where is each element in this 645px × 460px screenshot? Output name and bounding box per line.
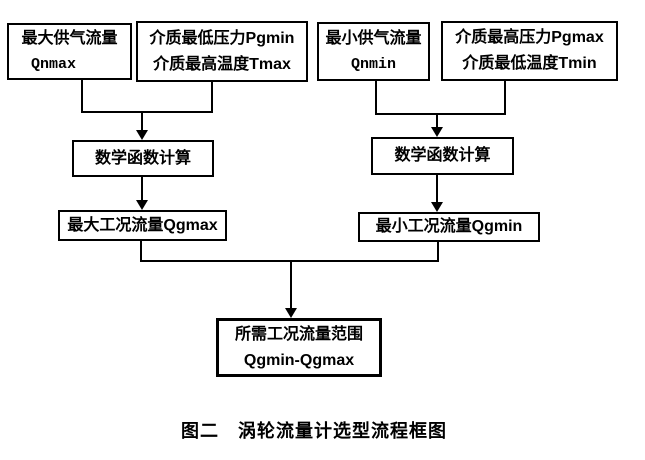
node-required-flow-range-symbol: Qgmin-Qgmax — [243, 351, 355, 369]
node-math-calc-right-label: 数学函数计算 — [394, 147, 491, 164]
node-required-flow-range-label: 所需工况流量范围 — [234, 325, 363, 343]
edge-right-merge-horizontal — [375, 113, 506, 115]
edge-left-merge-horizontal — [81, 111, 213, 113]
node-qgmin-label: 最小工况流量Qgmin — [375, 218, 523, 235]
node-min-temp-label: 介质最低温度Tmin — [462, 55, 597, 72]
node-qgmin: 最小工况流量Qgmin — [358, 212, 540, 242]
node-math-calc-right: 数学函数计算 — [371, 137, 514, 175]
edge-pgmin-down — [211, 81, 213, 112]
node-required-flow-range: 所需工况流量范围 Qgmin-Qgmax — [216, 318, 382, 377]
figure-caption: 图二 涡轮流量计选型流程框图 — [181, 421, 447, 441]
node-max-temp-label: 介质最高温度Tmax — [153, 55, 291, 73]
node-min-supply-flow-symbol: Qnmin — [350, 55, 396, 73]
edge-bottom-merge-horizontal — [140, 260, 439, 262]
node-max-supply-flow-symbol: Qnmax — [30, 55, 76, 73]
node-math-calc-left: 数学函数计算 — [72, 140, 214, 177]
node-max-supply-flow-label: 最大供气流量 — [21, 29, 118, 47]
edge-qnmax-down — [81, 80, 83, 112]
node-math-calc-left-label: 数学函数计算 — [94, 149, 191, 167]
arrow-down-icon — [136, 130, 148, 140]
node-min-supply-flow-label: 最小供气流量 — [325, 29, 422, 47]
node-qgmax-label: 最大工况流量Qgmax — [67, 216, 218, 234]
node-max-pressure-min-temp: 介质最高压力Pgmax 介质最低温度Tmin — [441, 21, 618, 81]
edge-left-merge-stem — [141, 112, 143, 132]
edge-qnmin-down — [375, 80, 377, 114]
node-min-pressure-max-temp: 介质最低压力Pgmin 介质最高温度Tmax — [136, 21, 308, 82]
arrow-down-icon — [431, 127, 443, 137]
edge-bottom-merge-stem — [290, 261, 292, 309]
node-max-pressure-label: 介质最高压力Pgmax — [455, 29, 604, 46]
edge-qgmin-down — [437, 242, 439, 261]
edge-right-merge-stem — [436, 114, 438, 129]
edge-pgmax-down — [504, 80, 506, 114]
edge-qgmax-down — [140, 241, 142, 261]
node-min-supply-flow: 最小供气流量 Qnmin — [317, 22, 430, 81]
node-min-pressure-label: 介质最低压力Pgmin — [149, 29, 295, 47]
node-max-supply-flow: 最大供气流量 Qnmax — [7, 23, 132, 80]
edge-math-left-stem — [141, 177, 143, 202]
arrow-down-icon — [431, 202, 443, 212]
arrow-down-icon — [136, 200, 148, 210]
edge-math-right-stem — [436, 175, 438, 204]
arrow-down-icon — [285, 308, 297, 318]
node-qgmax: 最大工况流量Qgmax — [58, 210, 227, 241]
